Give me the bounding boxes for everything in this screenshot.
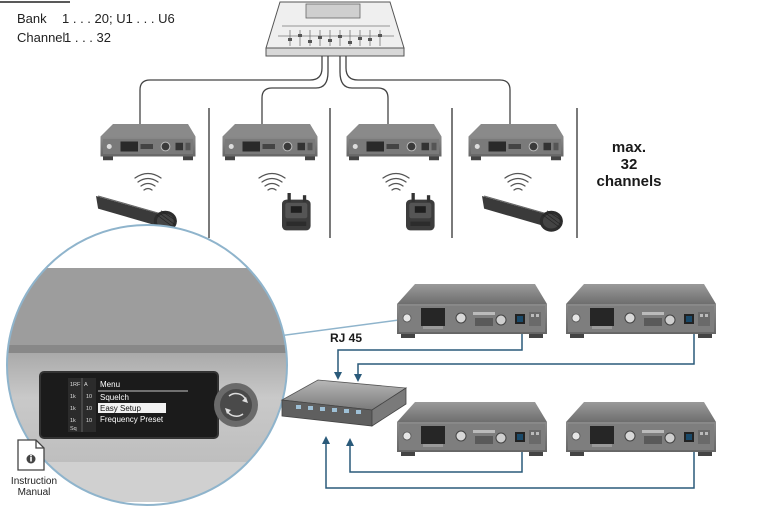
svg-text:1k: 1k (70, 394, 76, 400)
wireless-waves-1 (134, 172, 162, 191)
max-channels-line3: channels (596, 173, 662, 190)
bank-label: Bank (17, 11, 47, 26)
receiver-2 (221, 123, 319, 161)
wireless-waves-4 (504, 172, 532, 191)
bank-value: 1 . . . 20; U1 . . . U6 (62, 11, 175, 26)
channel-label: Channel (17, 30, 66, 45)
svg-text:1k: 1k (70, 418, 76, 424)
wireless-waves-3 (382, 172, 410, 191)
network-receiver-2 (565, 283, 717, 339)
wireless-waves-2 (258, 172, 286, 191)
menu-title: Menu (100, 380, 120, 389)
rj45-label: RJ 45 (330, 331, 363, 345)
svg-text:10: 10 (86, 418, 92, 424)
handheld-mic-2 (481, 195, 564, 233)
receiver-4 (467, 123, 565, 161)
svg-text:1RF: 1RF (70, 382, 81, 388)
menu-item-squelch: Squelch (100, 393, 129, 402)
network-cables (325, 333, 695, 489)
svg-text:10: 10 (86, 406, 92, 412)
svg-text:Sq: Sq (70, 426, 77, 432)
network-receiver-3 (396, 401, 548, 457)
manual-line2: Manual (17, 487, 51, 498)
channel-value: 1 . . . 32 (64, 30, 111, 45)
max-channels-label: max. 32 channels (589, 139, 669, 190)
instruction-manual-label: Instruction Manual (5, 476, 63, 498)
receiver-1 (99, 123, 197, 161)
network-receiver-1 (396, 283, 548, 339)
instruction-manual-icon (17, 439, 45, 471)
svg-text:10: 10 (86, 394, 92, 400)
svg-text:A: A (84, 382, 88, 388)
max-channels-line1: max. (611, 139, 647, 156)
max-channels-line2: 32 (620, 156, 638, 173)
bodypack-2 (406, 193, 435, 231)
manual-line1: Instruction (10, 476, 58, 487)
mixing-console (265, 1, 405, 57)
network-receiver-4 (565, 401, 717, 457)
cable-arrows (322, 372, 362, 446)
receiver-3 (345, 123, 443, 161)
svg-text:1k: 1k (70, 406, 76, 412)
separator-lines (208, 108, 578, 238)
zoom-detail (6, 224, 415, 506)
network-switch (280, 379, 408, 427)
bodypack-1 (282, 193, 311, 231)
menu-item-frequency-preset: Frequency Preset (100, 415, 164, 424)
console-cables (139, 56, 511, 124)
menu-item-easy-setup: Easy Setup (100, 404, 141, 413)
